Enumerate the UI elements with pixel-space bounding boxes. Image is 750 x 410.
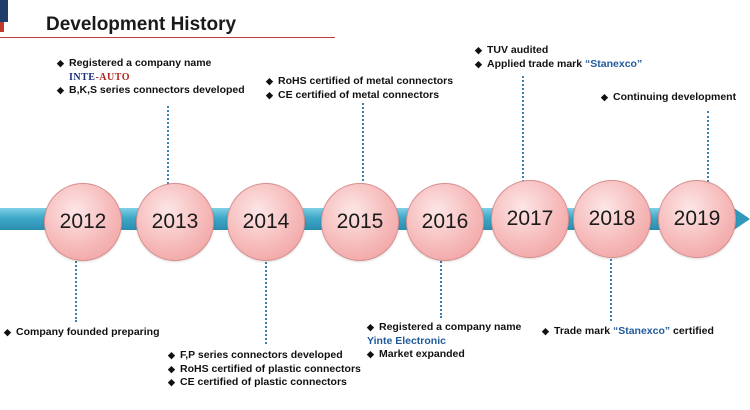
connector-line-2013 — [167, 106, 169, 188]
connector-line-2012 — [75, 258, 77, 322]
company-name: Yinte Electronic — [367, 334, 446, 347]
note-text: Applied trade mark — [487, 57, 586, 70]
note-text: F,P series connectors developed — [180, 349, 343, 361]
year-circle-2014: 2014 — [227, 183, 305, 261]
bullet-icon: ◆ — [475, 45, 482, 55]
year-circle-2016: 2016 — [406, 183, 484, 261]
bullet-icon: ◆ — [4, 327, 11, 337]
bullet-icon: ◆ — [168, 363, 175, 374]
milestone-note-2015: ◆ RoHS certified of metal connectors ◆ CE … — [266, 75, 453, 102]
connector-line-2016 — [440, 258, 442, 318]
bullet-icon: ◆ — [57, 85, 64, 95]
year-circle-2017: 2017 — [491, 180, 569, 258]
year-circle-2012: 2012 — [44, 183, 122, 261]
bullet-icon: ◆ — [266, 89, 273, 100]
company-logo: INTE-AUTO — [57, 71, 245, 85]
note-text: Company founded preparing — [16, 326, 160, 338]
connector-line-2018 — [610, 255, 612, 321]
bullet-icon: ◆ — [367, 349, 374, 359]
corner-decoration — [0, 0, 8, 22]
corner-accent — [0, 22, 4, 32]
bullet-icon: ◆ — [266, 76, 273, 86]
bullet-icon: ◆ — [601, 92, 608, 102]
year-circle-2013: 2013 — [136, 183, 214, 261]
note-text: RoHS certified of plastic connectors — [180, 362, 361, 375]
milestone-note-2014: ◆ F,P series connectors developed ◆ RoHS c… — [168, 349, 361, 390]
logo-part-b: - — [95, 71, 100, 83]
milestone-note-2017: ◆ TUV audited ◆ Applied trade mark “Stanex… — [475, 44, 642, 71]
bullet-icon: ◆ — [168, 377, 175, 387]
milestone-note-2012: ◆ Company founded preparing — [4, 326, 160, 340]
connector-line-2015 — [362, 103, 364, 189]
connector-line-2019 — [707, 111, 709, 190]
note-text: Market expanded — [379, 348, 465, 360]
milestone-note-2013: ◆ Registered a company name INTE-AUTO ◆ B,… — [57, 57, 245, 98]
year-circle-2015: 2015 — [321, 183, 399, 261]
year-circle-2019: 2019 — [658, 180, 736, 258]
milestone-note-2019: ◆ Continuing development — [601, 91, 736, 105]
logo-part-c: AUTO — [99, 71, 131, 83]
note-text: TUV audited — [487, 44, 549, 56]
page-title: Development History — [46, 14, 237, 35]
bullet-icon: ◆ — [168, 350, 175, 360]
bullet-icon: ◆ — [475, 58, 482, 69]
note-text: Continuing development — [613, 91, 737, 103]
note-text: RoHS certified of metal connectors — [278, 75, 454, 87]
connector-line-2014 — [265, 258, 267, 344]
note-text: B,K,S series connectors developed — [69, 84, 245, 96]
note-text: Trade mark — [554, 325, 613, 337]
milestone-note-2018: ◆ Trade mark “Stanexco” certified — [542, 325, 714, 339]
year-circle-2018: 2018 — [573, 180, 651, 258]
note-text-suffix: certified — [670, 325, 714, 337]
note-text: Registered a company name — [69, 57, 212, 69]
bullet-icon: ◆ — [542, 326, 549, 336]
note-text: Registered a company name — [379, 321, 522, 333]
milestone-note-2016: ◆ Registered a company name Yinte Electro… — [367, 321, 521, 362]
trademark-name: “Stanexco” — [585, 57, 643, 70]
bullet-icon: ◆ — [367, 322, 374, 332]
logo-part-a: INTE — [69, 71, 96, 83]
bullet-icon: ◆ — [57, 58, 64, 68]
title-underline — [0, 37, 335, 38]
note-text: CE certified of plastic connectors — [180, 376, 347, 388]
note-text: CE certified of metal connectors — [278, 88, 440, 101]
connector-line-2017 — [522, 76, 524, 190]
trademark-name: “Stanexco” — [612, 325, 671, 337]
